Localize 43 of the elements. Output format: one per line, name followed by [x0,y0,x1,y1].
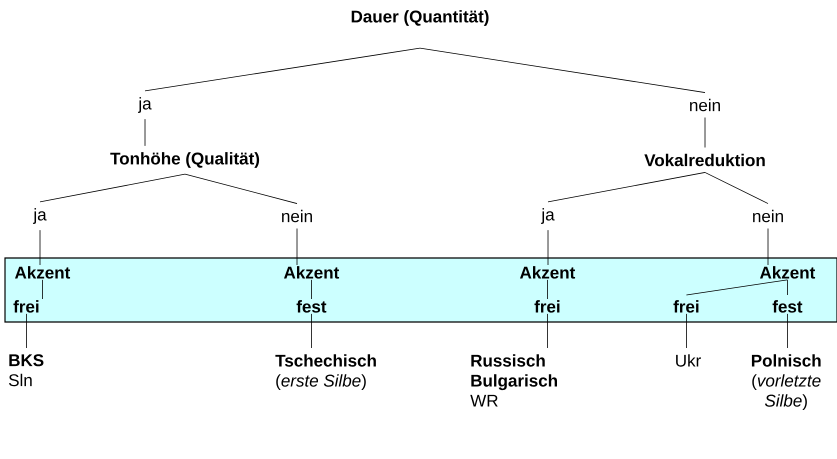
value-label: frei [673,300,698,313]
connector-line [311,279,312,300]
connector-line [42,279,43,300]
heading: Dauer (Quantität) [352,10,489,26]
connector-line [26,313,27,348]
value-label: frei [13,300,38,313]
question-label: Tonhöhe (Qualität) [110,152,260,168]
connector-line [184,174,298,204]
answer-label: nein [690,98,720,112]
feature-label: Akzent [284,266,340,279]
connector-line [40,174,186,202]
connector-line [144,48,420,92]
connector-line [704,172,768,204]
answer-label: nein [753,210,783,222]
connector-line [144,118,146,146]
value-label: frei [534,300,560,313]
answer-label: ja [32,208,47,224]
feature-label: Akzent [520,266,576,279]
answer-label: ja [540,208,555,224]
language-label: Tschechisch (erste Silbe) [275,354,376,390]
connector-line [547,279,548,300]
connector-line [787,313,788,348]
language-label: Polnisch (vorletzte Silbe) [752,354,821,410]
feature-label: Akzent [14,266,70,279]
connector-line [686,279,788,296]
connector-line [420,48,706,93]
value-label: fest [772,300,802,313]
language-label: Ukr [676,354,701,367]
connector-line [686,313,687,348]
connector-line [787,279,788,296]
language-label: BKS Sln [8,354,44,386]
highlight-band [4,257,837,323]
value-label: fest [296,300,326,313]
feature-label: Akzent [760,266,816,279]
connector-line [296,228,298,266]
connector-line [548,172,706,202]
answer-label: nein [282,210,312,222]
connector-line [311,313,312,348]
language-label: Russisch Bulgarisch WR [470,354,557,407]
connector-line [704,117,706,148]
answer-label: ja [138,97,152,113]
question-label: Vokalreduktion [644,154,765,166]
connector-line [547,313,548,348]
